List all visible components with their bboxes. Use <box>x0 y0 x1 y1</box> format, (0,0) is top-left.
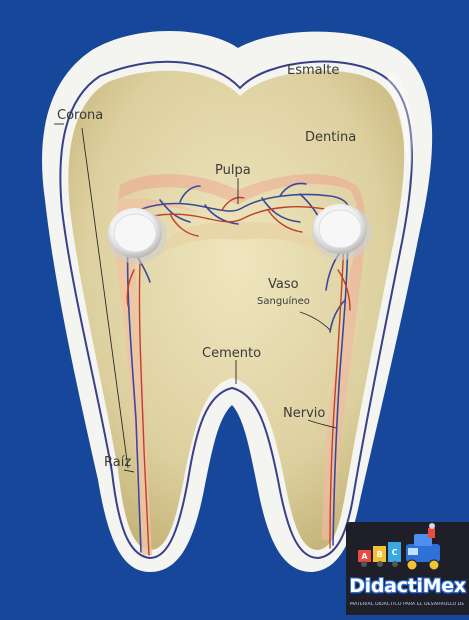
svg-text:C: C <box>392 548 398 557</box>
enamel-dentin-border <box>59 60 413 560</box>
label-cemento: Cemento <box>202 346 262 361</box>
svg-text:B: B <box>376 550 382 559</box>
label-corona: Corona <box>57 108 104 123</box>
right-snap-cap <box>312 204 372 260</box>
leader-lines <box>54 123 337 473</box>
label-dentina: Dentina <box>305 130 357 145</box>
dentin-layer <box>68 70 405 551</box>
label-vaso: Vaso <box>268 277 299 292</box>
pulp-left-canal <box>115 198 215 555</box>
svg-text:A: A <box>361 552 368 561</box>
pulp-inner-arch <box>150 221 330 262</box>
toy-train-icon: A B C <box>358 523 440 571</box>
logo-wordmark: DidactiMex <box>349 575 466 597</box>
label-esmalte: Esmalte <box>287 63 340 78</box>
left-snap-cap <box>107 208 167 264</box>
label-nervio: Nervio <box>283 406 326 421</box>
didactimex-logo: A B C DidactiMex MATERIAL DIDÁCTICO PARA… <box>346 522 469 615</box>
label-sanguineo: Sanguíneo <box>257 296 310 307</box>
label-pulpa: Pulpa <box>215 163 251 178</box>
logo-tagline: MATERIAL DIDÁCTICO PARA EL DESARROLLO DE… <box>350 602 465 607</box>
label-raiz: Raíz <box>104 455 132 470</box>
